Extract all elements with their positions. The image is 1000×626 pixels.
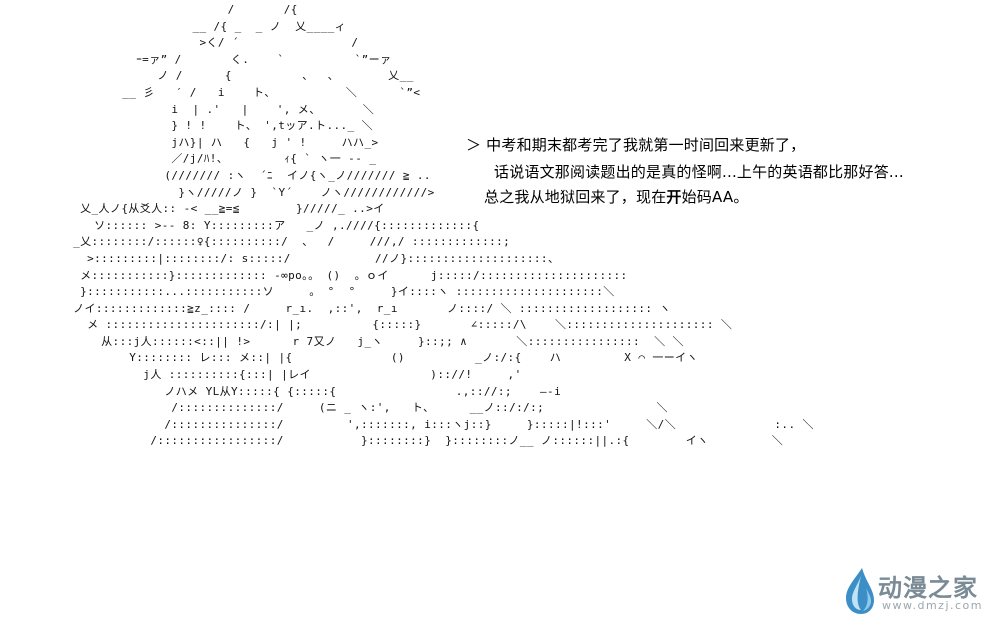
speech-line-3-end: 始码AA。	[681, 188, 749, 206]
speech-line-1: ＞ 中考和期末都考完了我就第一时间回来更新了，	[466, 136, 806, 154]
speech-line-2: 话说语文那阅读题出的是真的怪啊...上午的英语都比那好答...	[494, 163, 904, 181]
speech-line-3-bold: 开	[666, 188, 682, 206]
watermark-url: www.dmzj.com	[882, 599, 983, 612]
speech-line-3: 总之我从地狱回来了，现在开始码AA。	[484, 186, 749, 207]
ascii-art-character: / /{ __ /{ _ _ ノ 乂____ィ >く/ ´ / ｰ=ァ” / く…	[73, 3, 814, 448]
site-watermark: 动漫之家 www.dmzj.com	[842, 562, 998, 622]
watermark-site-name: 动漫之家	[878, 574, 978, 602]
speech-line-3-start: 总之我从地狱回来了，现在	[484, 188, 667, 206]
droplet-icon	[846, 568, 874, 614]
